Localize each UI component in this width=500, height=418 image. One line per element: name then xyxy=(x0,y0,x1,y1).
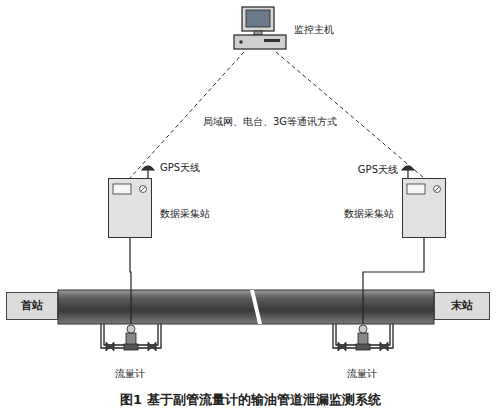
power-led xyxy=(239,40,243,44)
meter-head xyxy=(359,325,367,333)
data-station: GPS天线数据采集站 xyxy=(402,178,446,238)
network-link xyxy=(130,52,244,178)
knob xyxy=(140,186,147,193)
display xyxy=(113,184,131,194)
terminal-box: 首站 xyxy=(6,292,58,320)
network-link xyxy=(276,52,424,178)
knob-mark xyxy=(141,187,145,191)
node-shape xyxy=(232,6,288,52)
network-label: 局域网、电台、3G等通讯方式 xyxy=(203,116,337,128)
valve xyxy=(380,342,388,351)
valve xyxy=(148,342,156,351)
knob-mark xyxy=(435,187,439,191)
node-label: 流量计 xyxy=(347,368,377,380)
node-label: 流量计 xyxy=(115,368,145,380)
screen xyxy=(246,10,270,27)
terminal-box: 末站 xyxy=(434,292,490,320)
node-label: GPS天线 xyxy=(358,164,398,176)
meter-body xyxy=(126,333,136,345)
node-label: 数据采集站 xyxy=(344,208,394,220)
display xyxy=(407,184,425,194)
node-shape xyxy=(328,324,398,358)
node-shape xyxy=(96,324,166,358)
monitor xyxy=(242,7,274,31)
host-case xyxy=(234,35,286,49)
figure-caption: 图1 基于副管流量计的输油管道泄漏监测系统 xyxy=(120,392,381,408)
meter-head xyxy=(127,325,135,333)
valve xyxy=(106,342,114,351)
flowmeter: 流量计 xyxy=(328,324,398,358)
node-shape xyxy=(402,178,446,238)
data-station: GPS天线数据采集站 xyxy=(108,178,152,238)
oil-pipe xyxy=(58,290,434,324)
meter-flange xyxy=(124,344,138,350)
node-shape xyxy=(108,178,152,238)
node-label: 首站 xyxy=(21,299,43,312)
node-label: 监控主机 xyxy=(294,24,334,36)
node-label: 数据采集站 xyxy=(160,208,210,220)
signal-wire xyxy=(363,238,424,324)
cabinet xyxy=(109,179,152,238)
node-label: 末站 xyxy=(451,299,473,312)
node-label: GPS天线 xyxy=(160,162,200,174)
cabinet xyxy=(403,179,446,238)
flowmeter: 流量计 xyxy=(96,324,166,358)
drive-slot xyxy=(264,39,280,42)
meter-body xyxy=(358,333,368,345)
signal-wire xyxy=(130,238,131,324)
meter-flange xyxy=(356,344,370,350)
monitor-host: 监控主机 xyxy=(232,6,288,52)
valve xyxy=(338,342,346,351)
knob xyxy=(434,186,441,193)
pipe-break xyxy=(250,290,262,324)
